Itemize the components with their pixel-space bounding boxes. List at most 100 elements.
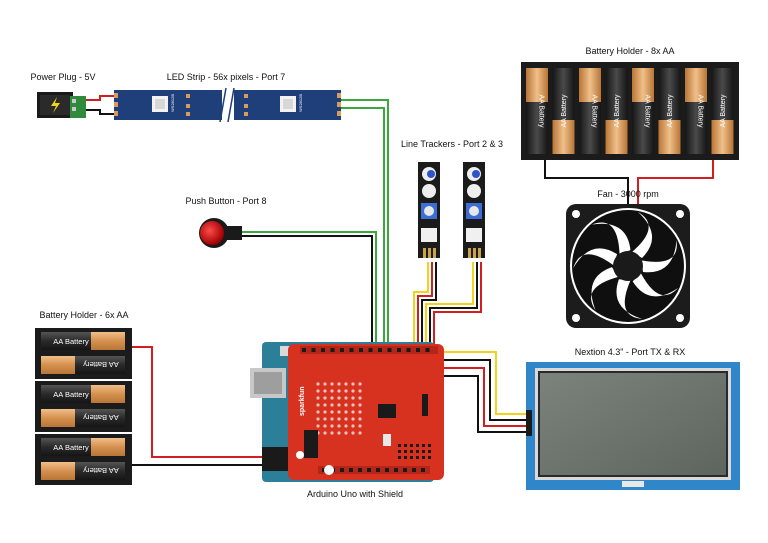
proto-hole [358, 410, 362, 414]
battery-cell-band [91, 385, 125, 403]
proto-hole [330, 431, 334, 435]
label-nextion: Nextion 4.3" - Port TX & RX [575, 347, 686, 357]
battery-cell-band [685, 68, 707, 102]
proto-hole [323, 382, 327, 386]
proto-hole [351, 410, 355, 414]
wire-power-black [84, 109, 114, 115]
led-strip-icon [114, 87, 341, 123]
header-pin [416, 348, 420, 352]
header-pin [410, 444, 413, 447]
header-pin [425, 348, 430, 352]
header-pin [330, 348, 335, 352]
led-chip-text-1: WS2812B [170, 94, 175, 112]
lcd-display-icon [526, 362, 740, 490]
header-pin [302, 348, 306, 352]
fan-icon [566, 204, 690, 328]
proto-hole [358, 382, 362, 386]
proto-hole [316, 403, 320, 407]
battery-cell-label: AA Battery [667, 94, 674, 128]
battery-cell-band [579, 68, 601, 102]
proto-hole [330, 403, 334, 407]
fan-blade [573, 248, 618, 269]
label-led-strip: LED Strip - 56x pixels - Port 7 [167, 72, 286, 82]
battery-cell-band [91, 332, 125, 350]
battery-cell-band [91, 438, 125, 456]
proto-hole [330, 396, 334, 400]
wire-bat8-black [544, 158, 629, 205]
proto-hole [323, 417, 327, 421]
led-chip-text-2: WS2812B [298, 94, 303, 112]
proto-hole [316, 396, 320, 400]
line-tracker-icon [418, 162, 485, 258]
proto-hole [337, 382, 341, 386]
header-pin [428, 456, 431, 459]
fan-blade [592, 222, 631, 255]
header-pin [404, 444, 407, 447]
battery-cell-label: AA Battery [697, 94, 704, 128]
header-pin [367, 468, 371, 472]
header-pin [368, 348, 373, 352]
proto-hole [316, 417, 320, 421]
header-pin [410, 450, 413, 453]
header-pin [410, 456, 413, 459]
wire-tracker1-black [421, 262, 437, 380]
proto-hole [351, 417, 355, 421]
battery-cell-label: AA Battery [644, 94, 651, 128]
wire-bat8-red [637, 158, 714, 205]
header-pin [358, 468, 362, 472]
proto-hole [344, 417, 348, 421]
proto-hole [330, 424, 334, 428]
wire-nextion-yellow [440, 351, 528, 415]
battery-holder-8-icon: AA Battery AA Battery AA Battery AA Battery… [521, 62, 739, 160]
label-push-button: Push Button - Port 8 [185, 196, 266, 206]
proto-hole [358, 389, 362, 393]
proto-hole [344, 389, 348, 393]
proto-hole [323, 424, 327, 428]
battery-cell-label: AA Battery [53, 337, 89, 346]
sparkfun-logo-text: sparkfun [299, 386, 306, 416]
header-pin [422, 450, 425, 453]
header-pin [428, 450, 431, 453]
proto-hole [323, 431, 327, 435]
wires [84, 95, 714, 466]
header-pin [387, 348, 392, 352]
proto-hole [351, 424, 355, 428]
proto-hole [337, 431, 341, 435]
header-pin [422, 456, 425, 459]
label-power-plug: Power Plug - 5V [30, 72, 95, 82]
proto-hole [316, 424, 320, 428]
proto-hole [323, 410, 327, 414]
header-pin [398, 456, 401, 459]
fan-blade [641, 240, 677, 273]
battery-cell-band [41, 462, 75, 480]
fan-blade [591, 267, 619, 311]
header-pin [416, 444, 419, 447]
wire-button-black [240, 235, 373, 380]
fan-blade [632, 273, 679, 297]
header-pin [416, 456, 419, 459]
battery-cell-band [632, 68, 654, 102]
header-pin [403, 468, 407, 472]
label-battery-6: Battery Holder - 6x AA [39, 310, 128, 320]
label-line-trackers: Line Trackers - Port 2 & 3 [401, 139, 503, 149]
label-battery-8: Battery Holder - 8x AA [585, 46, 674, 56]
proto-hole [316, 389, 320, 393]
push-button-icon [199, 218, 242, 248]
battery-cell-band [552, 120, 575, 154]
proto-hole [351, 396, 355, 400]
label-fan: Fan - 3000 rpm [597, 189, 659, 199]
proto-hole [337, 417, 341, 421]
proto-hole [337, 410, 341, 414]
proto-hole [337, 403, 341, 407]
battery-cell-label: AA Battery [53, 443, 89, 452]
wire-led-green [341, 99, 389, 380]
proto-hole [358, 431, 362, 435]
wire-led-green-2 [341, 107, 385, 380]
battery-cell-label: AA Battery [591, 94, 598, 128]
battery-cell-band [605, 120, 628, 154]
proto-hole [323, 403, 327, 407]
proto-hole [337, 389, 341, 393]
battery-cell-label: AA Battery [53, 390, 89, 399]
